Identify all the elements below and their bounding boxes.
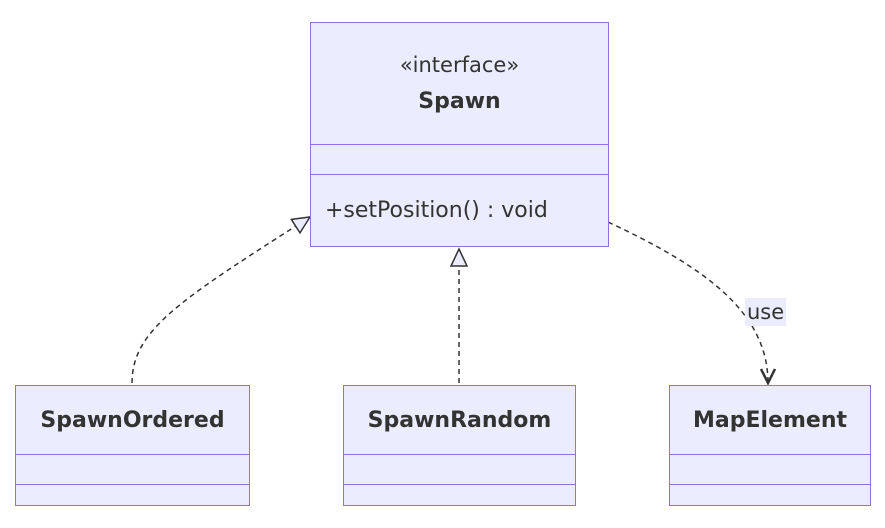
class-spawnordered-header: SpawnOrdered [16, 386, 249, 455]
class-spawnordered[interactable]: SpawnOrdered [15, 385, 250, 506]
class-spawnrandom-attributes [344, 455, 575, 485]
method-setposition: +setPosition() : void [325, 197, 548, 223]
class-name-spawnordered: SpawnOrdered [40, 407, 225, 433]
class-spawn-header: «interface» Spawn [311, 23, 608, 145]
class-mapelement-attributes [670, 455, 870, 485]
class-spawnrandom-methods [344, 485, 575, 505]
class-mapelement[interactable]: MapElement [669, 385, 871, 506]
class-spawn-methods: +setPosition() : void [311, 175, 608, 245]
class-name-mapelement: MapElement [693, 407, 847, 433]
class-spawn-attributes [311, 145, 608, 175]
class-spawnrandom-header: SpawnRandom [344, 386, 575, 455]
edge-label-use: use [745, 298, 787, 326]
class-mapelement-methods [670, 485, 870, 505]
class-spawnordered-methods [16, 485, 249, 505]
class-mapelement-header: MapElement [670, 386, 870, 455]
class-spawnrandom[interactable]: SpawnRandom [343, 385, 576, 506]
class-name-spawnrandom: SpawnRandom [367, 407, 552, 433]
class-spawn[interactable]: «interface» Spawn +setPosition() : void [310, 22, 609, 247]
class-spawnordered-attributes [16, 455, 249, 485]
stereotype-label: «interface» [399, 53, 520, 77]
realization-edge-spawnordered [131, 217, 310, 384]
dependency-edge-use [607, 221, 777, 386]
class-name-spawn: Spawn [418, 89, 501, 114]
